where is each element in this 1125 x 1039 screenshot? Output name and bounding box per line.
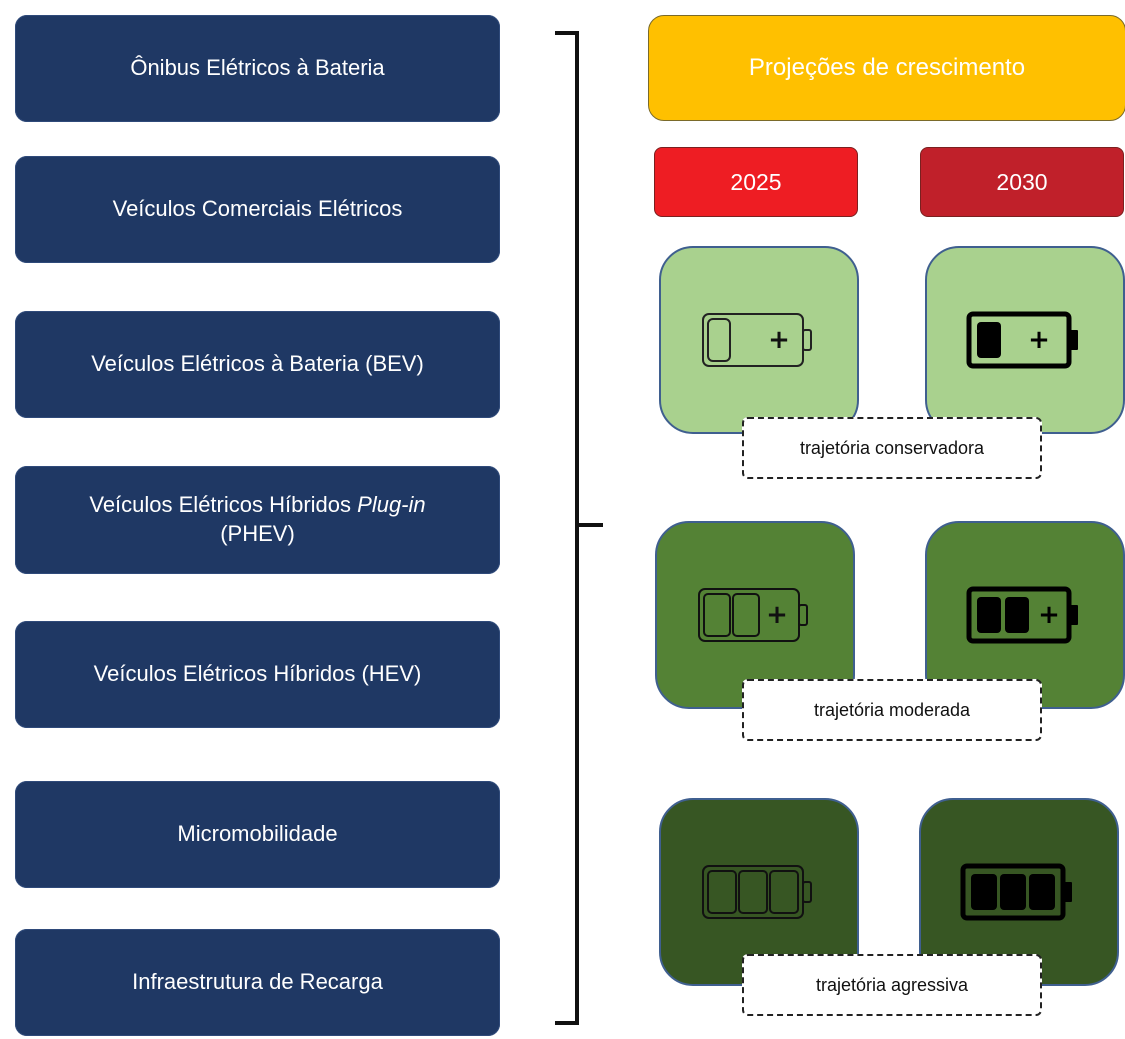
segment-micromobility: Micromobilidade	[15, 781, 500, 888]
segment-label: Veículos Elétricos Híbridos Plug-in	[89, 491, 425, 520]
segment-charging-infrastructure: Infraestrutura de Recarga	[15, 929, 500, 1036]
battery-outline-icon: +	[702, 313, 812, 367]
segment-label: Micromobilidade	[177, 821, 338, 847]
segment-label: Veículos Elétricos Híbridos (HEV)	[93, 661, 422, 687]
tile-conservative-2030: +	[925, 246, 1125, 434]
grouping-bracket	[555, 31, 603, 1025]
segment-label: Infraestrutura de Recarga	[132, 969, 383, 995]
battery-outline-icon: +	[698, 588, 808, 642]
header-title: Projeções de crescimento	[748, 54, 1026, 81]
year-2030-label: 2030	[920, 147, 1124, 217]
svg-text:+: +	[1028, 325, 1050, 355]
segment-label-post: (PHEV)	[220, 521, 295, 546]
tile-moderate-2030: +	[925, 521, 1125, 709]
svg-text:+: +	[766, 600, 788, 630]
segment-hev: Veículos Elétricos Híbridos (HEV)	[15, 621, 500, 728]
year-2025-label: 2025	[654, 147, 858, 217]
segment-battery-electric-buses: Ônibus Elétricos à Bateria	[15, 15, 500, 122]
battery-outline-icon	[702, 865, 812, 919]
trajectory-text: trajetória moderada	[813, 699, 971, 720]
battery-filled-icon: +	[966, 311, 1078, 369]
trajectory-aggressive-label: trajetória agressiva	[742, 954, 1042, 1016]
svg-text:+: +	[1038, 600, 1060, 630]
tile-conservative-2025: +	[659, 246, 859, 434]
year-text: 2025	[730, 168, 782, 195]
svg-text:+: +	[768, 325, 790, 355]
tile-moderate-2025: +	[655, 521, 855, 709]
segment-label-pre: Veículos Elétricos Híbridos	[89, 492, 358, 518]
segment-bev: Veículos Elétricos à Bateria (BEV)	[15, 311, 500, 418]
year-text: 2030	[996, 168, 1048, 195]
segment-electric-commercial-vehicles: Veículos Comerciais Elétricos	[15, 156, 500, 263]
segment-label-italic: Plug-in	[357, 492, 426, 518]
trajectory-moderate-label: trajetória moderada	[742, 679, 1042, 741]
trajectory-text: trajetória agressiva	[815, 974, 969, 995]
growth-projections-header: Projeções de crescimento	[648, 15, 1125, 121]
trajectory-conservative-label: trajetória conservadora	[742, 417, 1042, 479]
battery-filled-icon: +	[966, 586, 1078, 644]
segment-label: Veículos Elétricos à Bateria (BEV)	[91, 351, 424, 377]
segment-label: Ônibus Elétricos à Bateria	[130, 55, 385, 81]
segment-phev: Veículos Elétricos Híbridos Plug-in (PHE…	[15, 466, 500, 574]
battery-filled-icon	[960, 863, 1072, 921]
segment-label: Veículos Comerciais Elétricos	[112, 196, 403, 222]
trajectory-text: trajetória conservadora	[799, 437, 985, 458]
